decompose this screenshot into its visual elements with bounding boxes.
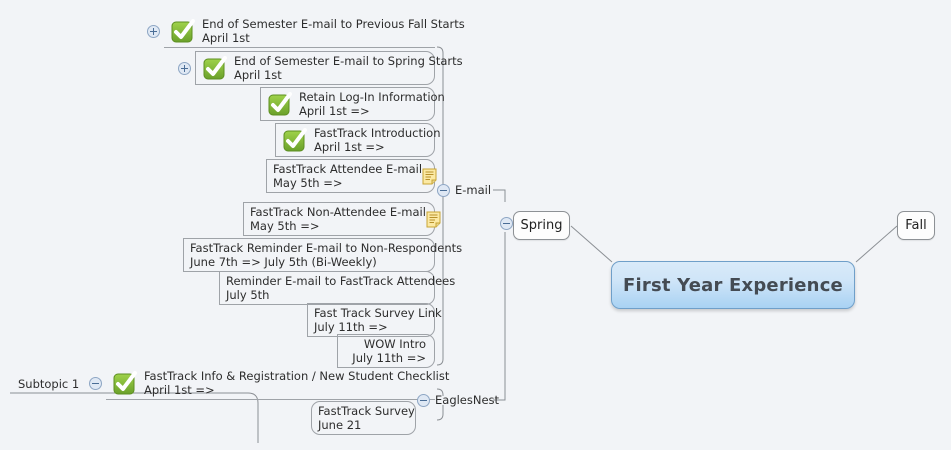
branch-node-spring[interactable]: Spring xyxy=(513,211,570,240)
green-check-icon xyxy=(170,18,196,44)
topic-node[interactable]: End of Semester E-mail to Spring Starts … xyxy=(195,51,463,85)
topic-date: July 5th xyxy=(226,288,270,302)
topic-date: April 1st => xyxy=(144,382,215,397)
topic-text: FastTrack Info & Registration / New Stud… xyxy=(144,369,449,397)
plus-circle-icon[interactable] xyxy=(178,62,191,75)
topic-title: FastTrack Survey xyxy=(318,404,415,418)
topic-node[interactable]: Fast Track Survey Link July 11th => xyxy=(307,303,442,337)
topic-text: FastTrack Attendee E-mail May 5th => xyxy=(273,162,422,190)
note-icon[interactable] xyxy=(422,168,437,185)
topic-date: May 5th => xyxy=(250,219,320,233)
topic-title: Fast Track Survey Link xyxy=(314,306,442,320)
topic-text: FastTrack Survey June 21 xyxy=(318,404,415,432)
topic-node[interactable]: FastTrack Reminder E-mail to Non-Respond… xyxy=(183,238,462,272)
topic-text: WOW Intro July 11th => xyxy=(344,337,426,365)
topic-date: June 7th => July 5th (Bi-Weekly) xyxy=(190,255,377,269)
green-check-icon xyxy=(267,91,293,117)
green-check-icon xyxy=(282,127,308,153)
topic-title: FastTrack Info & Registration / New Stud… xyxy=(144,368,450,383)
topic-date: April 1st => xyxy=(299,104,370,118)
topic-title: FastTrack Introduction xyxy=(314,126,441,140)
topic-title: Retain Log-In Information xyxy=(299,90,445,104)
topic-date: April 1st => xyxy=(314,140,385,154)
plus-circle-icon[interactable] xyxy=(147,25,160,38)
branch-label-eaglesnest[interactable]: EaglesNest xyxy=(435,393,500,407)
branch-label-subtopic-1[interactable]: Subtopic 1 xyxy=(18,377,80,391)
topic-node[interactable]: FastTrack Survey June 21 xyxy=(311,401,416,435)
minus-circle-icon[interactable] xyxy=(89,377,102,390)
topic-text: FastTrack Reminder E-mail to Non-Respond… xyxy=(190,241,462,269)
topic-node[interactable]: FastTrack Non-Attendee E-mail May 5th => xyxy=(243,202,441,236)
topic-node[interactable]: Reminder E-mail to FastTrack Attendees J… xyxy=(219,271,455,305)
topic-date: April 1st xyxy=(234,68,282,82)
central-topic[interactable]: First Year Experience xyxy=(611,261,855,309)
topic-title: Reminder E-mail to FastTrack Attendees xyxy=(226,274,456,288)
topic-title: FastTrack Non-Attendee E-mail xyxy=(250,205,426,219)
topic-node[interactable]: FastTrack Attendee E-mail May 5th => xyxy=(266,159,437,193)
topic-title: End of Semester E-mail to Spring Starts xyxy=(234,54,463,68)
topic-text: End of Semester E-mail to Previous Fall … xyxy=(202,17,465,45)
topic-date: May 5th => xyxy=(273,176,343,190)
note-icon[interactable] xyxy=(426,211,441,228)
topic-text: Reminder E-mail to FastTrack Attendees J… xyxy=(226,274,455,302)
topic-date: June 21 xyxy=(318,418,362,432)
topic-node[interactable]: FastTrack Info & Registration / New Stud… xyxy=(106,366,449,400)
topic-date: July 11th => xyxy=(352,351,426,365)
topic-text: Fast Track Survey Link July 11th => xyxy=(314,306,442,334)
topic-node[interactable]: FastTrack Introduction April 1st => xyxy=(275,123,441,157)
topic-node[interactable]: End of Semester E-mail to Previous Fall … xyxy=(164,14,465,48)
topic-title: End of Semester E-mail to Previous Fall … xyxy=(202,16,465,31)
topic-title: FastTrack Reminder E-mail to Non-Respond… xyxy=(190,241,463,255)
central-topic-label: First Year Experience xyxy=(623,274,843,296)
topic-title: FastTrack Attendee E-mail xyxy=(273,162,423,176)
minus-circle-icon[interactable] xyxy=(500,217,513,230)
topic-text: FastTrack Introduction April 1st => xyxy=(314,126,441,154)
topic-node[interactable]: Retain Log-In Information April 1st => xyxy=(260,87,445,121)
green-check-icon xyxy=(202,55,228,81)
topic-title: WOW Intro xyxy=(363,337,426,351)
minus-circle-icon[interactable] xyxy=(417,394,430,407)
green-check-icon xyxy=(112,370,138,396)
topic-text: End of Semester E-mail to Spring Starts … xyxy=(234,54,463,82)
topic-date: July 11th => xyxy=(314,320,388,334)
topic-text: Retain Log-In Information April 1st => xyxy=(299,90,445,118)
topic-date: April 1st xyxy=(202,30,250,45)
topic-node[interactable]: WOW Intro July 11th => xyxy=(337,334,435,368)
topic-text: FastTrack Non-Attendee E-mail May 5th => xyxy=(250,205,426,233)
branch-label-email[interactable]: E-mail xyxy=(455,183,492,197)
branch-node-fall[interactable]: Fall xyxy=(897,211,935,240)
minus-circle-icon[interactable] xyxy=(437,184,450,197)
